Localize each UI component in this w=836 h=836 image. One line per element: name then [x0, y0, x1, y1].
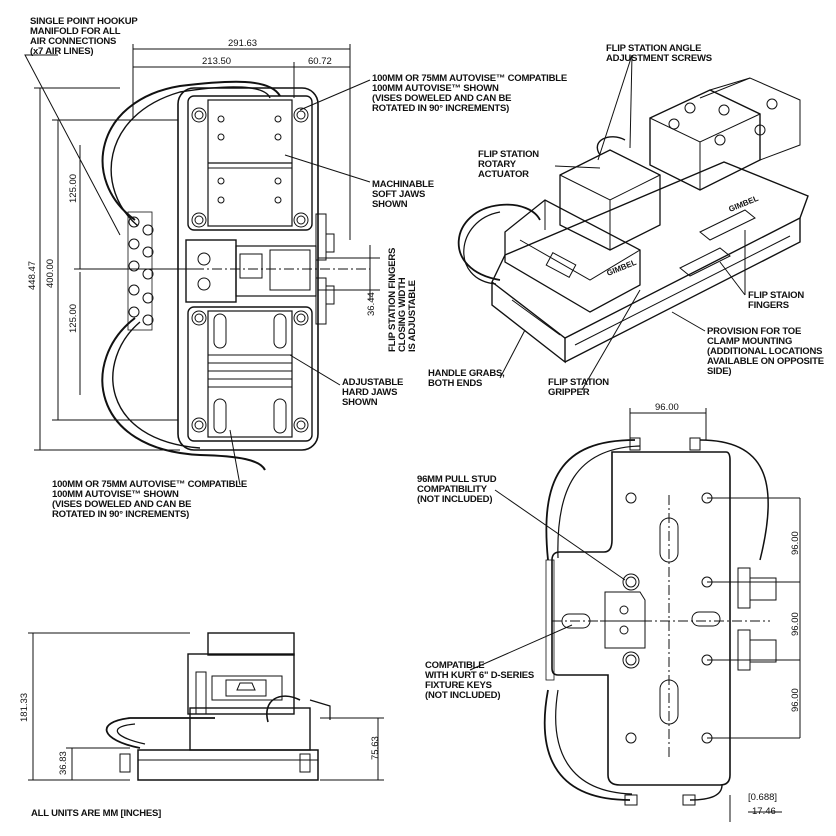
note-manifold: SINGLE POINT HOOKUP MANIFOLD FOR ALL AIR… [30, 16, 138, 57]
dim-inch: [0.688] [748, 792, 778, 803]
dim-right-width: 60.72 [308, 56, 332, 67]
note-kurt-keys: COMPATIBLE WITH KURT 6" D-SERIES FIXTURE… [425, 660, 535, 701]
dim-bottom-right-mid: 96.00 [790, 612, 801, 636]
dim-left-width: 213.50 [202, 56, 232, 67]
bottom-view [469, 408, 801, 822]
dim-height-400: 400.00 [45, 258, 56, 288]
note-handle-grabs: HANDLE GRABS, BOTH ENDS [428, 368, 505, 389]
note-gripper: FLIP STATION GRIPPER [548, 377, 609, 398]
dim-mm: 17.46 [752, 806, 776, 817]
dim-bottom-right-lower: 96.00 [790, 688, 801, 712]
note-vise-bottom: 100MM OR 75MM AUTOVISE™ COMPATIBLE 100MM… [52, 479, 248, 520]
top-view [24, 44, 380, 486]
note-vise-top: 100MM OR 75MM AUTOVISE™ COMPATIBLE 100MM… [372, 73, 568, 114]
dim-side-base: 36.83 [58, 751, 69, 775]
dim-upper-125: 125.00 [68, 173, 79, 203]
note-pull-stud: 96MM PULL STUD COMPATIBILITY (NOT INCLUD… [417, 474, 497, 505]
dim-overall-width: 291.63 [228, 38, 258, 49]
note-rotary-actuator: FLIP STATION ROTARY ACTUATOR [478, 149, 539, 180]
note-hard-jaws: ADJUSTABLE HARD JAWS SHOWN [342, 377, 404, 408]
note-toe-clamp: PROVISION FOR TOE CLAMP MOUNTING (ADDITI… [707, 326, 824, 377]
dim-lower-125: 125.00 [68, 303, 79, 333]
dim-3644: 36.44 [366, 292, 377, 316]
note-angle-screws: FLIP STATION ANGLE ADJUSTMENT SCREWS [606, 43, 712, 64]
dim-bottom-top-width: 96.00 [655, 402, 679, 413]
note-flip-fingers-iso: FLIP STAION FINGERS [748, 290, 805, 311]
dim-side-plate: 75.63 [370, 736, 381, 760]
dim-bottom-right-upper: 96.00 [790, 531, 801, 555]
note-soft-jaws: MACHINABLE SOFT JAWS SHOWN [372, 179, 434, 210]
note-flip-fingers: FLIP STATION FINGERS CLOSING WIDTH IS AD… [387, 247, 418, 352]
dim-overall-height: 448.47 [27, 260, 38, 290]
side-view [28, 632, 384, 781]
dim-side-height: 181.33 [19, 692, 30, 722]
units-note: ALL UNITS ARE MM [INCHES] [31, 808, 162, 819]
